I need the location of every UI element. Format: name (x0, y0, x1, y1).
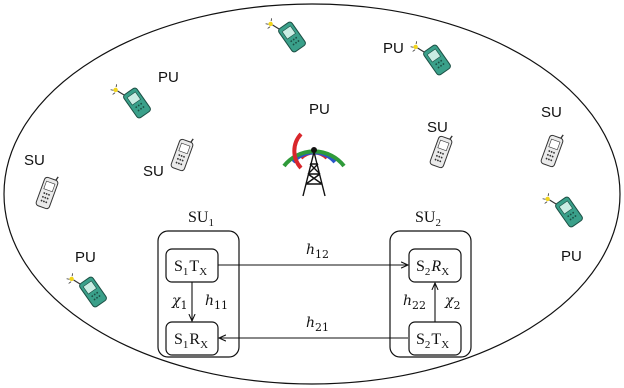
pu-phone-icon (263, 9, 308, 58)
pu-phone-icon (540, 184, 585, 233)
h22-label: h22 (403, 293, 426, 312)
s2-rx-label: S2RX (416, 258, 449, 278)
pu-label: PU (158, 69, 179, 86)
h11-label: h11 (205, 293, 228, 312)
su-label: SU (541, 104, 562, 121)
pu-phone-icon (408, 32, 453, 81)
su-phone-icon (169, 134, 196, 173)
s1-tx-label: S1TX (174, 258, 207, 278)
pu-label: PU (383, 40, 404, 57)
su2-title: SU2 (415, 209, 441, 229)
coverage-ellipse (3, 3, 621, 385)
h21-label: h21 (306, 315, 329, 334)
su-label: SU (143, 163, 164, 180)
pu-label: PU (309, 101, 330, 118)
h12-label: h12 (306, 242, 329, 261)
s2-tx-label: S2TX (416, 331, 449, 351)
su-phone-icon (539, 130, 566, 169)
su-label: SU (24, 152, 45, 169)
pu-phone-icon (108, 75, 153, 124)
s2-rx-node (408, 248, 462, 283)
pu-label: PU (561, 248, 582, 265)
chi1-label: χ1 (171, 293, 187, 312)
su1-title: SU1 (188, 209, 214, 229)
pu-label: PU (75, 249, 96, 266)
su-phone-icon (34, 172, 61, 211)
base-station-tower-icon (282, 132, 346, 197)
chi2-label: χ2 (444, 293, 460, 312)
s1-rx-node (165, 321, 219, 356)
s1-rx-label: S1RX (174, 331, 208, 351)
su1-group-box (157, 230, 240, 358)
su-phone-icon (428, 131, 455, 170)
pu-phone-icon (64, 264, 109, 313)
su-label: SU (427, 119, 448, 136)
su2-group-box (389, 230, 472, 358)
